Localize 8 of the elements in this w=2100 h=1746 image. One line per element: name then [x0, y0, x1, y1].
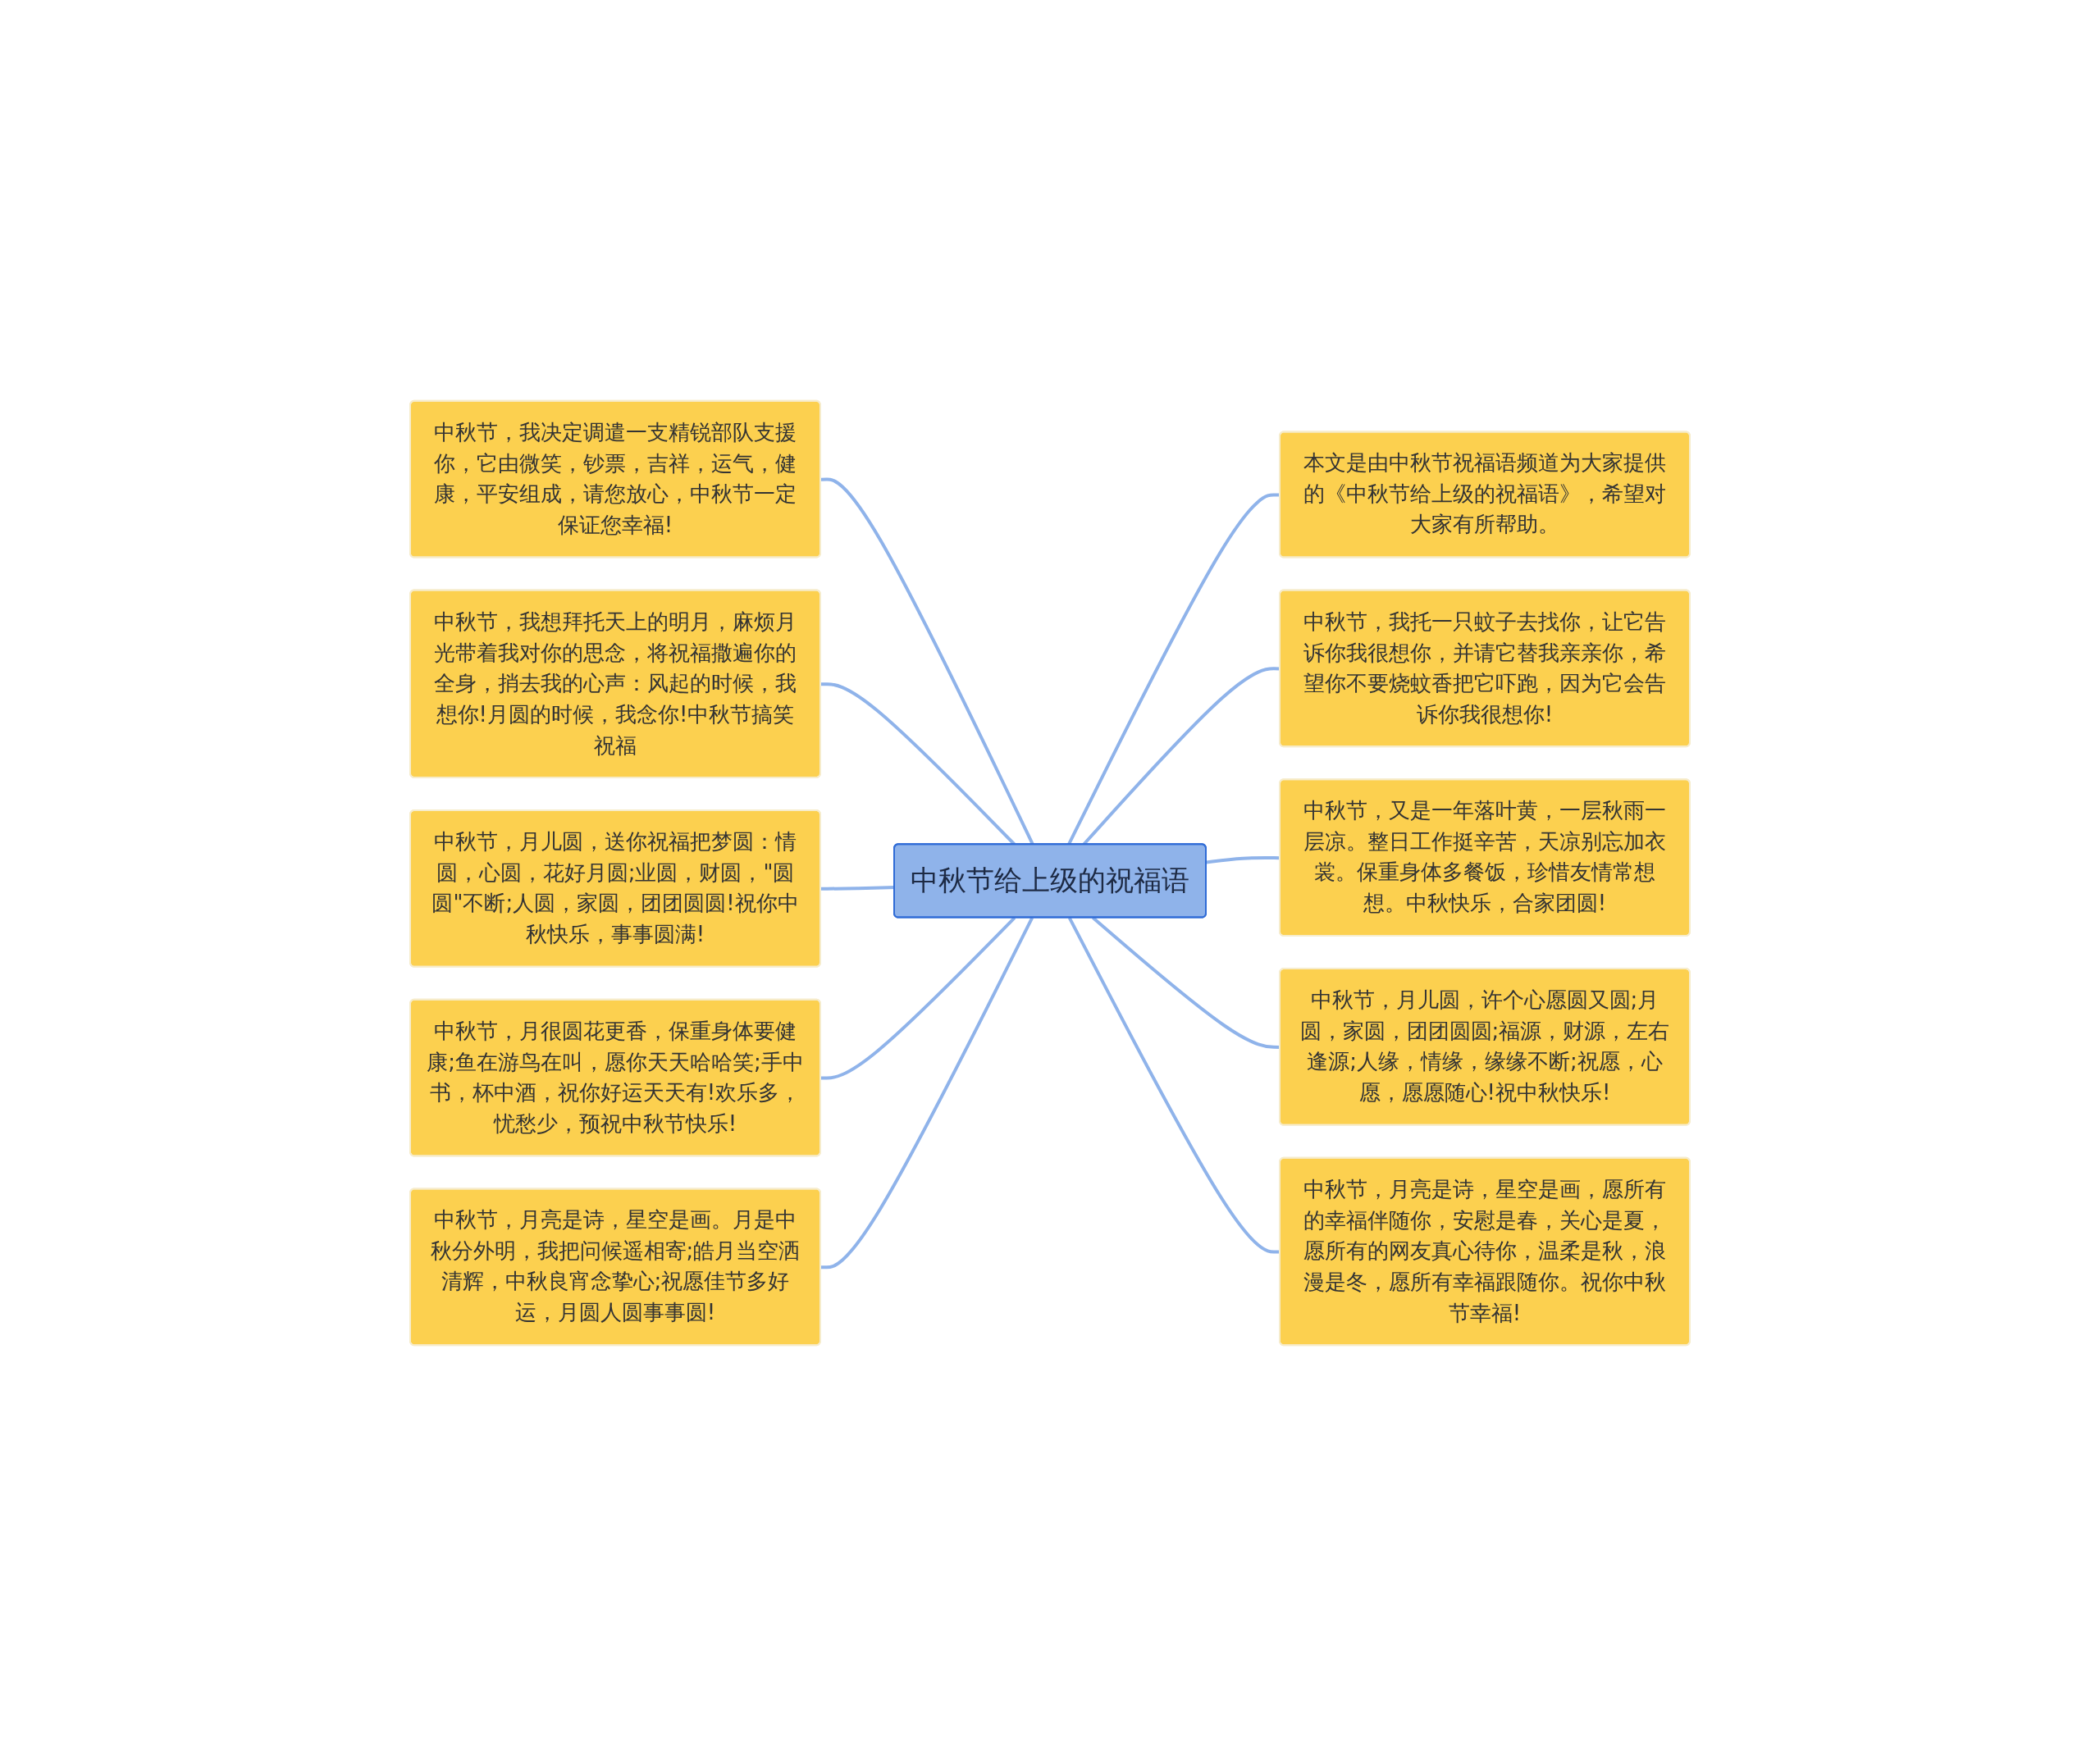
connector: [1206, 856, 1281, 864]
connector: [820, 916, 1016, 1080]
connector: [820, 477, 1034, 846]
connector: [1067, 917, 1281, 1254]
connector: [820, 917, 1034, 1270]
connector: [1067, 493, 1281, 846]
connector: [820, 886, 895, 891]
connector: [1092, 916, 1281, 1049]
